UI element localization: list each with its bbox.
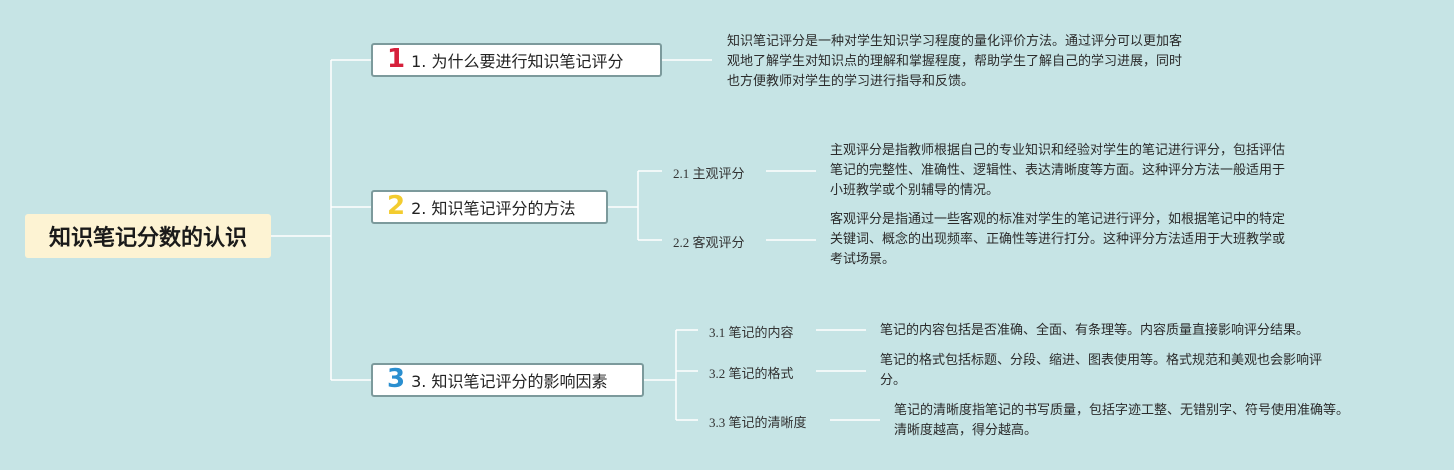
root-topic[interactable]: 知识笔记分数的认识: [25, 214, 271, 258]
subtopic-3-1-note: 笔记的内容包括是否准确、全面、有条理等。内容质量直接影响评分结果。: [880, 323, 1310, 338]
subtopic-note-format[interactable]: 3.2 笔记的格式: [709, 366, 794, 381]
subtopic-objective-scoring[interactable]: 2.2 客观评分: [673, 235, 745, 250]
topic-label: 3. 知识笔记评分的影响因素: [411, 372, 608, 391]
number-3-icon: 3: [387, 364, 406, 394]
number-2-icon: 2: [387, 191, 406, 221]
subtopic-2-2-note: 客观评分是指通过一些客观的标准对学生的笔记进行评分，如根据笔记中的特定 关键词、…: [830, 212, 1286, 267]
topic-influencing-factors[interactable]: 3 3. 知识笔记评分的影响因素: [371, 363, 644, 397]
root-title: 知识笔记分数的认识: [48, 226, 247, 251]
topic-1-note: 知识笔记评分是一种对学生知识学习程度的量化评价方法。通过评分可以更加客 观地了解…: [727, 34, 1183, 89]
topic-why-evaluate[interactable]: 1 1. 为什么要进行知识笔记评分: [371, 43, 662, 77]
number-1-icon: 1: [387, 44, 406, 74]
subtopic-note-clarity[interactable]: 3.3 笔记的清晰度: [709, 415, 807, 430]
subtopic-2-1-note: 主观评分是指教师根据自己的专业知识和经验对学生的笔记进行评分，包括评估 笔记的完…: [830, 143, 1286, 198]
subtopic-note-content[interactable]: 3.1 笔记的内容: [709, 325, 794, 340]
subtopic-3-2-note: 笔记的格式包括标题、分段、缩进、图表使用等。格式规范和美观也会影响评 分。: [880, 353, 1323, 388]
topic-methods[interactable]: 2 2. 知识笔记评分的方法: [371, 190, 608, 224]
subtopic-3-3-note: 笔记的清晰度指笔记的书写质量，包括字迹工整、无错别字、符号使用准确等。 清晰度越…: [894, 403, 1350, 438]
topic-label: 2. 知识笔记评分的方法: [411, 199, 576, 218]
subtopic-subjective-scoring[interactable]: 2.1 主观评分: [673, 166, 745, 181]
topic-label: 1. 为什么要进行知识笔记评分: [411, 52, 624, 71]
